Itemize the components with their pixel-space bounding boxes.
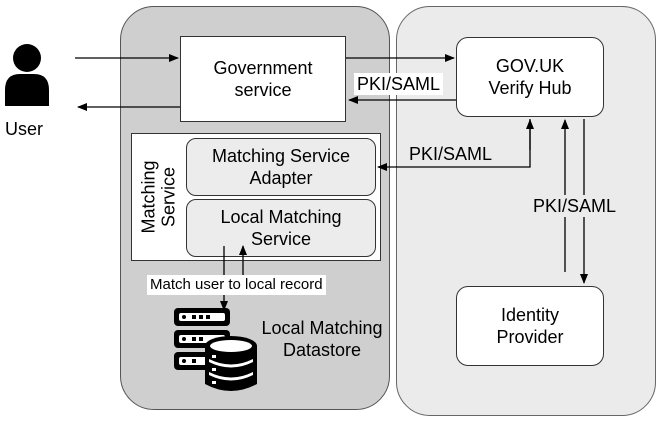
user-icon (2, 40, 52, 110)
database-server-icon (172, 306, 262, 396)
user-label: User (5, 119, 44, 139)
local-matching-service-box: Local Matching Service (186, 199, 376, 257)
verify-hub-box: GOV.UK Verify Hub (456, 37, 604, 117)
local-matching-service-label: Local Matching Service (220, 207, 342, 249)
matching-service-adapter-box: Matching Service Adapter (186, 138, 376, 196)
edge-label-adapter-hub: PKI/SAML (409, 144, 493, 164)
edge-label-hub-idp: PKI/SAML (530, 195, 620, 217)
edge-label-match-record: Match user to local record (147, 275, 326, 295)
identity-provider-label: Identity Provider (496, 305, 564, 347)
matching-service-adapter-label: Matching Service Adapter (211, 146, 351, 188)
verify-hub-label: GOV.UK Verify Hub (488, 56, 572, 98)
edge-label-gov-hub: PKI/SAML (354, 73, 444, 95)
identity-provider-box: Identity Provider (456, 286, 604, 366)
government-service-label: Government service (213, 58, 313, 100)
datastore-label: Local Matching Datastore (261, 318, 383, 360)
government-service-box: Government service (180, 36, 346, 122)
